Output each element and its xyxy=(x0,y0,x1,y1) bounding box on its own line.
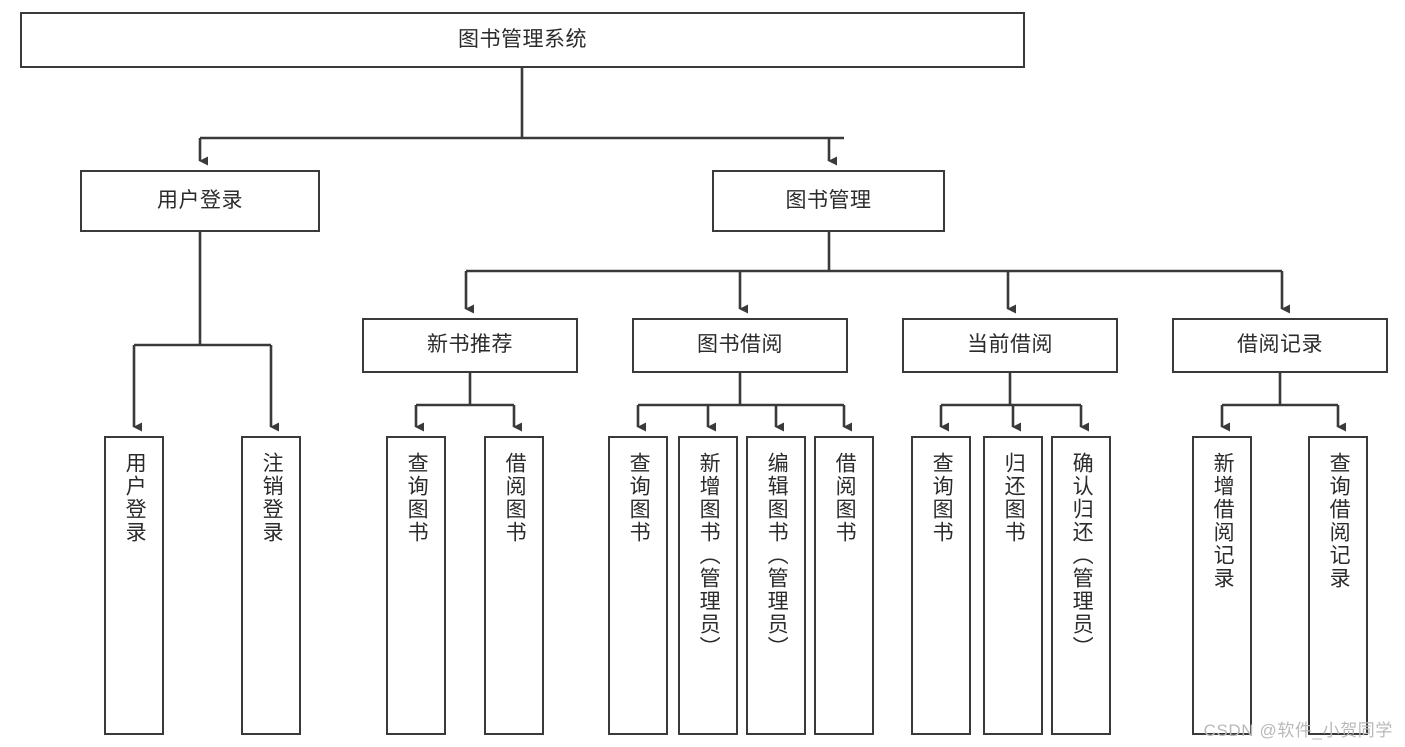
node-leaf-query-book-3[interactable]: 查询图书 xyxy=(911,436,971,735)
node-label: 查询图书 xyxy=(405,452,429,544)
node-label: 借阅图书 xyxy=(833,452,857,544)
node-leaf-query-record[interactable]: 查询借阅记录 xyxy=(1308,436,1368,735)
node-label: 新增图书（管理员） xyxy=(697,452,721,659)
node-user-login[interactable]: 用户登录 xyxy=(80,170,320,232)
node-label: 新增借阅记录 xyxy=(1211,452,1235,590)
node-label: 图书管理 xyxy=(785,188,872,212)
node-label: 注销登录 xyxy=(260,452,284,544)
node-leaf-borrow-book-2[interactable]: 借阅图书 xyxy=(814,436,874,735)
node-root-system[interactable]: 图书管理系统 xyxy=(20,12,1025,68)
node-leaf-user-logout[interactable]: 注销登录 xyxy=(241,436,301,735)
node-leaf-add-book[interactable]: 新增图书（管理员） xyxy=(678,436,738,735)
node-label: 查询图书 xyxy=(930,452,954,544)
node-leaf-add-record[interactable]: 新增借阅记录 xyxy=(1192,436,1252,735)
node-book-borrow[interactable]: 图书借阅 xyxy=(632,318,848,373)
node-current-borrow[interactable]: 当前借阅 xyxy=(902,318,1118,373)
node-leaf-query-book-2[interactable]: 查询图书 xyxy=(608,436,668,735)
node-new-book-recommend[interactable]: 新书推荐 xyxy=(362,318,578,373)
node-leaf-borrow-book-1[interactable]: 借阅图书 xyxy=(484,436,544,735)
node-book-manage[interactable]: 图书管理 xyxy=(712,170,945,232)
node-label: 归还图书 xyxy=(1002,452,1026,544)
node-label: 借阅记录 xyxy=(1237,333,1323,357)
node-leaf-query-book-1[interactable]: 查询图书 xyxy=(386,436,446,735)
node-label: 用户登录 xyxy=(157,188,243,212)
node-leaf-confirm-return[interactable]: 确认归还（管理员） xyxy=(1051,436,1111,735)
node-borrow-record[interactable]: 借阅记录 xyxy=(1172,318,1388,373)
node-leaf-edit-book[interactable]: 编辑图书（管理员） xyxy=(746,436,806,735)
node-label: 编辑图书（管理员） xyxy=(765,452,789,659)
node-label: 查询借阅记录 xyxy=(1327,452,1351,590)
node-leaf-return-book[interactable]: 归还图书 xyxy=(983,436,1043,735)
node-label: 新书推荐 xyxy=(427,333,513,357)
node-label: 借阅图书 xyxy=(503,452,527,544)
node-label: 图书管理系统 xyxy=(458,27,587,51)
node-leaf-user-login[interactable]: 用户登录 xyxy=(104,436,164,735)
node-label: 查询图书 xyxy=(627,452,651,544)
node-label: 图书借阅 xyxy=(697,333,783,357)
node-label: 用户登录 xyxy=(123,452,147,544)
watermark-text: CSDN @软件_小贺同学 xyxy=(1203,721,1393,740)
node-label: 当前借阅 xyxy=(967,333,1053,357)
node-label: 确认归还（管理员） xyxy=(1070,452,1094,659)
